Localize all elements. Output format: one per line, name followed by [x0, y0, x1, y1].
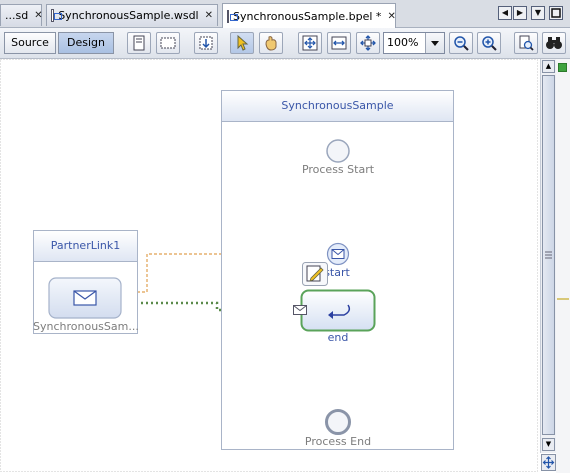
palette-toggle-button[interactable]	[127, 32, 151, 54]
process-start-node[interactable]	[325, 138, 351, 164]
message-envelope-icon	[293, 305, 307, 315]
bpel-file-icon	[227, 9, 238, 23]
tab-label: SynchronousSample.bpel *	[233, 9, 382, 23]
tab-list-dropdown-icon[interactable]: ▼	[531, 6, 545, 20]
maximize-icon[interactable]	[549, 6, 563, 20]
arrow-cursor-icon	[237, 35, 249, 51]
close-icon[interactable]: ✕	[34, 10, 43, 21]
marquee-icon	[160, 37, 176, 49]
zoom-combobox[interactable]: 100%	[383, 32, 445, 54]
editor-tab-bar: ...sd ✕ SynchronousSample.wsdl ✕ Synchro…	[0, 0, 570, 28]
fit-selection-icon	[199, 36, 213, 50]
fit-width-button[interactable]	[327, 32, 351, 54]
zoom-out-button[interactable]	[449, 32, 473, 54]
wsdl-file-icon	[51, 9, 63, 22]
process-end-node[interactable]	[324, 408, 352, 436]
fit-diagram-icon	[302, 35, 318, 51]
process-end-label: Process End	[304, 435, 372, 448]
reply-activity-node[interactable]	[300, 289, 376, 333]
close-icon[interactable]: ✕	[387, 10, 396, 22]
scroll-up-icon[interactable]: ▲	[542, 60, 555, 73]
navigator-button[interactable]	[542, 32, 566, 54]
zoom-in-icon	[482, 36, 497, 51]
status-ok-icon	[558, 63, 567, 72]
partner-link-title: PartnerLink1	[34, 231, 137, 262]
fit-diagram-button[interactable]	[298, 32, 322, 54]
palette-icon	[133, 35, 145, 51]
hand-icon	[265, 36, 277, 51]
scroll-down-icon[interactable]: ▼	[542, 438, 555, 451]
fit-selection-button[interactable]	[194, 32, 218, 54]
zoom-out-icon	[454, 36, 469, 51]
scroll-tabs-left-icon[interactable]: ◀	[498, 6, 512, 20]
process-title: SynchronousSample	[222, 91, 453, 122]
receive-activity-node[interactable]	[326, 242, 350, 266]
source-view-button[interactable]: Source	[4, 32, 56, 54]
zoom-value: 100%	[387, 36, 419, 49]
design-canvas[interactable]: SynchronousSample PartnerLink1 Process S…	[0, 59, 538, 473]
zoom-in-button[interactable]	[477, 32, 501, 54]
actual-size-button[interactable]	[356, 32, 380, 54]
design-view-button[interactable]: Design	[58, 32, 114, 54]
tab-label: SynchronousSample.wsdl	[58, 9, 199, 22]
fit-width-icon	[331, 36, 347, 50]
partner-port-node[interactable]	[48, 277, 122, 319]
navigator-corner-icon[interactable]	[541, 454, 556, 471]
binoculars-icon	[546, 37, 562, 49]
partner-port-label: SynchronousSam...	[33, 320, 139, 333]
reply-activity-label: end	[327, 331, 349, 344]
vertical-scrollbar[interactable]: ▲ ▼	[540, 59, 556, 453]
receive-activity-label: start	[324, 266, 350, 279]
tab-wsdl[interactable]: SynchronousSample.wsdl ✕	[46, 4, 218, 26]
design-toolbar: Source Design 100%	[0, 28, 570, 59]
close-icon[interactable]: ✕	[204, 10, 213, 21]
process-start-label: Process Start	[301, 163, 375, 176]
scroll-thumb[interactable]	[542, 75, 555, 435]
marquee-select-button[interactable]	[156, 32, 180, 54]
tab-bpel[interactable]: SynchronousSample.bpel * ✕	[222, 3, 396, 28]
tab-xsd[interactable]: ...sd ✕	[0, 4, 43, 26]
hand-tool-button[interactable]	[259, 32, 283, 54]
tab-label: ...sd	[5, 9, 29, 22]
select-tool-button[interactable]	[230, 32, 254, 54]
scroll-tabs-right-icon[interactable]: ▶	[513, 6, 527, 20]
change-marker[interactable]	[557, 298, 569, 300]
error-stripe	[556, 59, 570, 473]
document-search-icon	[519, 35, 534, 51]
reply-arrow-icon	[330, 304, 351, 316]
edit-properties-icon[interactable]	[302, 262, 328, 286]
chevron-down-icon[interactable]	[425, 33, 444, 53]
actual-size-icon	[360, 35, 376, 51]
find-usages-button[interactable]	[514, 32, 538, 54]
